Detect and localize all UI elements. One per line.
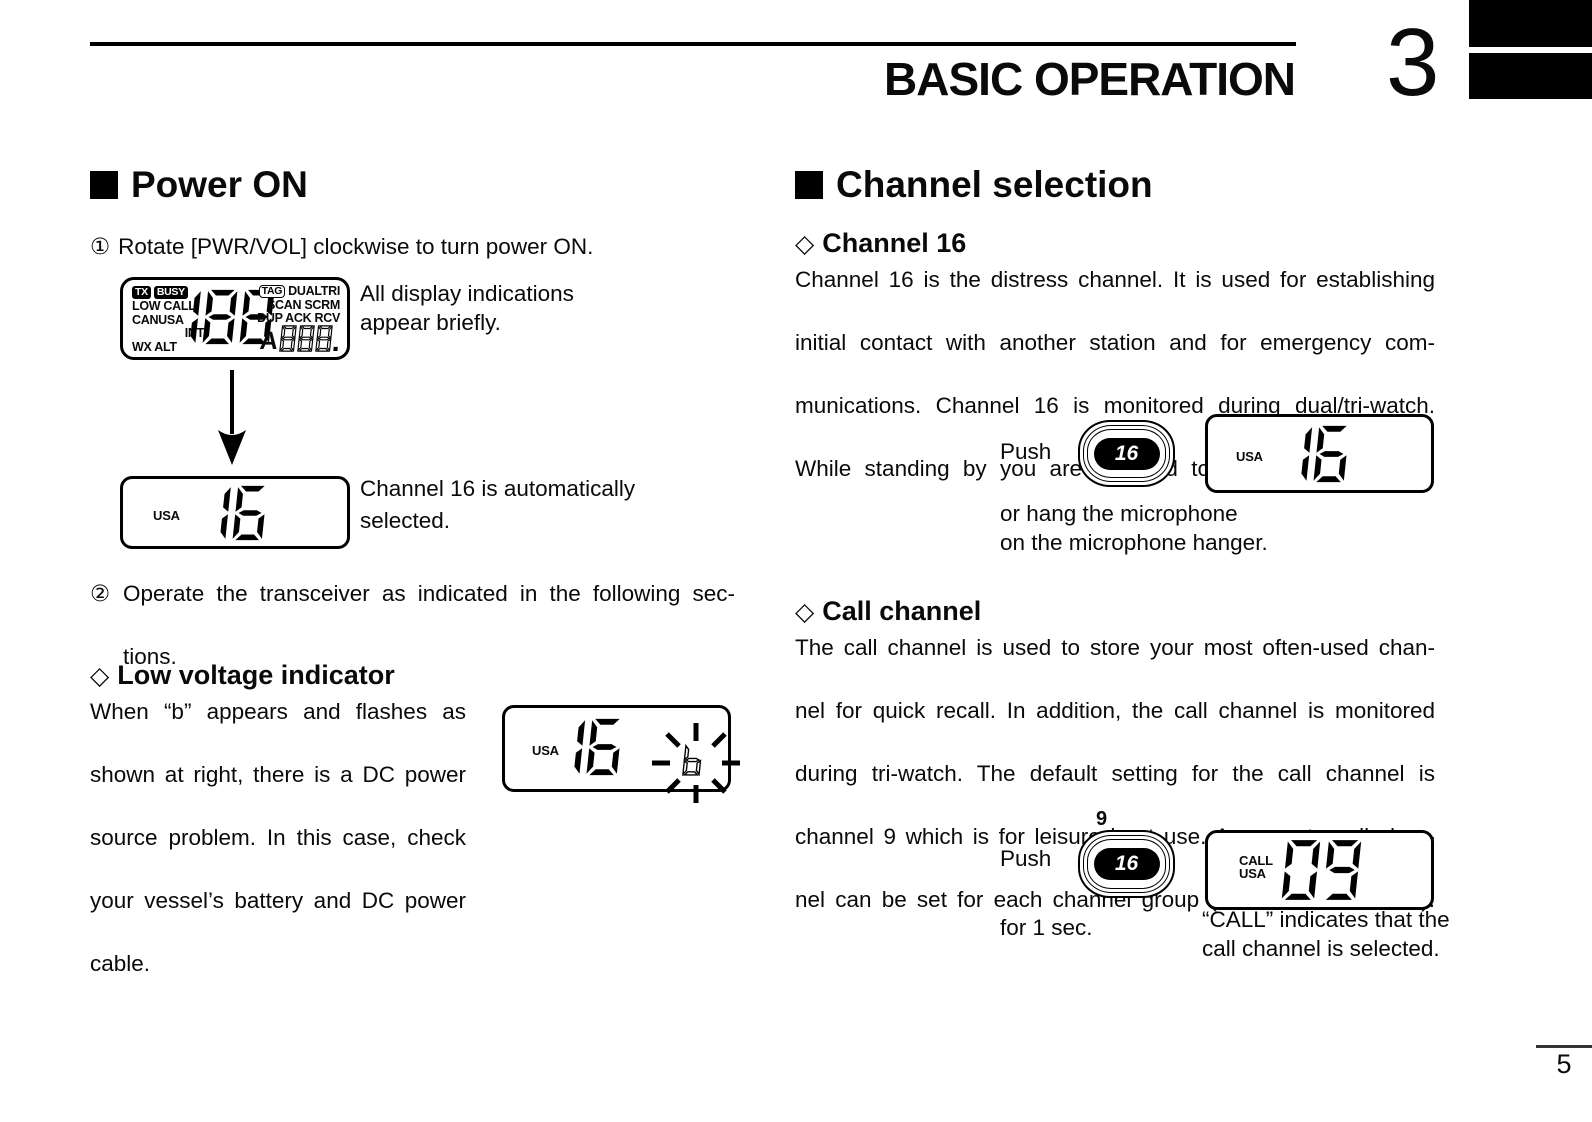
flash-rays-icon (652, 723, 740, 803)
subheading-call-channel: ◇Call channel (795, 596, 981, 627)
step-1-text: Rotate [PWR/VOL] clockwise to turn power… (118, 234, 594, 259)
subheading-label: Channel 16 (822, 228, 967, 258)
section-heading-channel-selection: Channel selection (795, 164, 1153, 206)
lcd-badge-row: TX BUSY (132, 286, 218, 299)
key-ring (1083, 835, 1170, 893)
lcd-band-label: USA (153, 508, 180, 523)
tag-badge: TAG (258, 285, 286, 299)
caption-for-1-sec: for 1 sec. (1000, 915, 1093, 940)
chapter-tab-block-top (1469, 0, 1592, 47)
subheading-low-voltage: ◇Low voltage indicator (90, 660, 395, 691)
diamond-icon: ◇ (795, 230, 815, 258)
lcd-main-digits (1296, 424, 1349, 489)
key-super-9-label: 9 (1096, 808, 1108, 830)
page-title: BASIC OPERATION (884, 53, 1296, 105)
lcd-main-digits (1281, 838, 1362, 907)
subheading-channel-16: ◇Channel 16 (795, 228, 966, 259)
lcd-display-low-voltage: USA (502, 705, 740, 803)
section-square-icon (795, 171, 823, 199)
diamond-icon: ◇ (90, 662, 110, 690)
lcd-band-label: USA (1236, 449, 1263, 464)
step-2: ② Operate the transceiver as indicated i… (90, 578, 735, 673)
step-2-number: ② (90, 581, 111, 606)
section-heading-power-on: Power ON (90, 164, 308, 206)
dualtri-label: DUALTRI (288, 284, 340, 298)
lcd-sub-prefix: A (258, 327, 280, 355)
lcd-main-digits (185, 288, 275, 351)
lcd-flash-digit-b (682, 743, 702, 781)
section-heading-label: Channel selection (836, 164, 1153, 205)
page-number: 5 (1556, 1049, 1572, 1079)
step-1: ① Rotate [PWR/VOL] clockwise to turn pow… (90, 231, 745, 263)
key-ring (1087, 429, 1166, 478)
channel16-key-illustration: 16 (1078, 420, 1175, 487)
key-16-label: 16 (1093, 848, 1160, 880)
push-label: Push (1000, 439, 1052, 464)
key-ring (1083, 425, 1170, 482)
section-square-icon (90, 171, 118, 199)
lcd-display-all-indicators: TX BUSY LOW CALLCANUSAINTWX ALT TAG DUAL… (120, 277, 350, 360)
lcd-band-label: USA (532, 743, 559, 758)
lcd-sub-digits-group: A (258, 324, 339, 355)
tx-badge: TX (132, 286, 151, 299)
lcd-display-ch16-right: USA (1205, 414, 1434, 493)
step-2-text: Operate the transceiver as indicated in … (123, 581, 735, 669)
key-ring (1087, 839, 1166, 889)
key-16-label: 16 (1093, 437, 1160, 470)
lcd-main-digits (215, 484, 267, 547)
call-channel-key-illustration: 16 (1078, 830, 1175, 898)
subheading-label: Call channel (822, 596, 982, 626)
push-label: Push (1000, 846, 1052, 871)
down-arrow-icon (218, 370, 246, 465)
chapter-number: 3 (1386, 9, 1440, 116)
lcd-right-row-1: TAG DUALTRI (232, 284, 340, 299)
header-rule (90, 42, 1296, 46)
section-heading-label: Power ON (131, 164, 308, 205)
lcd-display-channel16: USA (120, 476, 350, 549)
lcd-main-digits (569, 717, 622, 782)
busy-badge: BUSY (153, 286, 188, 299)
step-1-number: ① (90, 234, 111, 259)
diamond-icon: ◇ (795, 598, 815, 626)
chapter-tab-block-bottom (1469, 53, 1592, 99)
subheading-label: Low voltage indicator (117, 660, 395, 690)
page-number-rule (1536, 1045, 1592, 1048)
